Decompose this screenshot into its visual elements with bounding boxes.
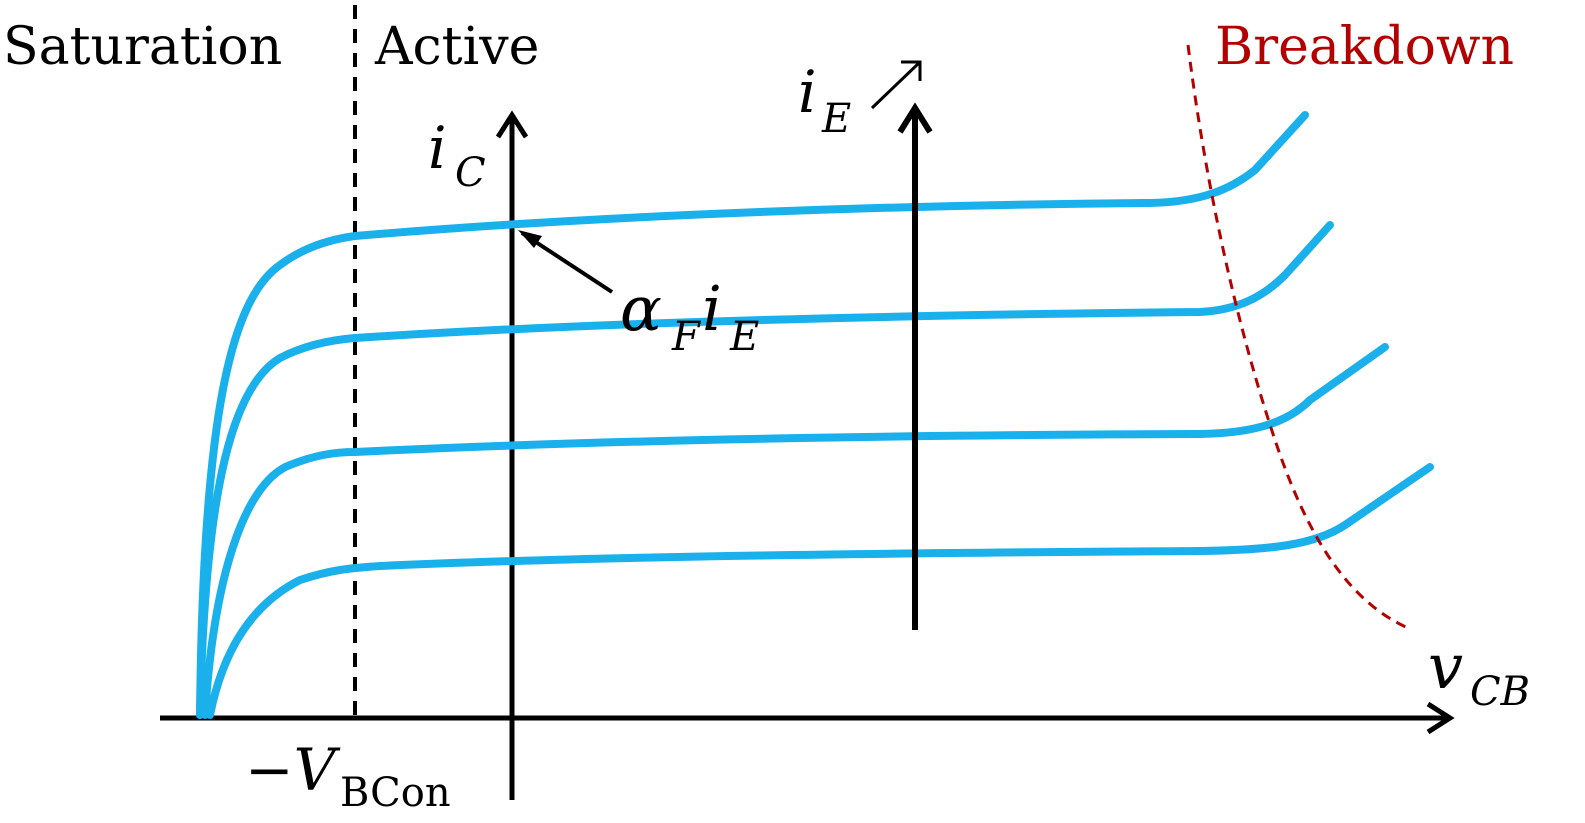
- x-axis-arrowhead: [1426, 701, 1455, 735]
- ie-diagonal-arrowhead: [901, 60, 922, 81]
- characteristic-curve-4: [206, 463, 1434, 719]
- alpha-label-i-sub: E: [729, 314, 759, 360]
- active-label: Active: [374, 17, 539, 77]
- y-axis-label-i: i: [428, 114, 447, 182]
- y-axis-label-sub: C: [455, 150, 486, 196]
- characteristic-curve-3: [201, 343, 1389, 719]
- alpha-label-i: i: [702, 272, 722, 345]
- ie-increase-arrowhead: [897, 102, 933, 134]
- vbcon-label-sub: BCon: [340, 770, 451, 816]
- alpha-label-sub: F: [671, 314, 701, 360]
- ie-label-sub: E: [821, 96, 851, 142]
- x-axis-label-sub: CB: [1470, 669, 1530, 715]
- y-axis-arrowhead: [495, 110, 529, 139]
- breakdown-locus: [1186, 44, 1409, 630]
- ie-label-i: i: [798, 58, 817, 126]
- breakdown-label: Breakdown: [1215, 17, 1514, 77]
- x-axis-label-v: v: [1428, 630, 1463, 703]
- ie-diagonal-arrow: [870, 60, 922, 110]
- characteristic-curve-2: [196, 221, 1334, 719]
- alpha-label: α: [620, 272, 662, 345]
- characteristic-curve-1: [196, 111, 1309, 719]
- vbcon-label: −V: [245, 736, 341, 804]
- saturation-label: Saturation: [3, 17, 282, 77]
- alpha-pointer-arrowhead: [518, 230, 542, 248]
